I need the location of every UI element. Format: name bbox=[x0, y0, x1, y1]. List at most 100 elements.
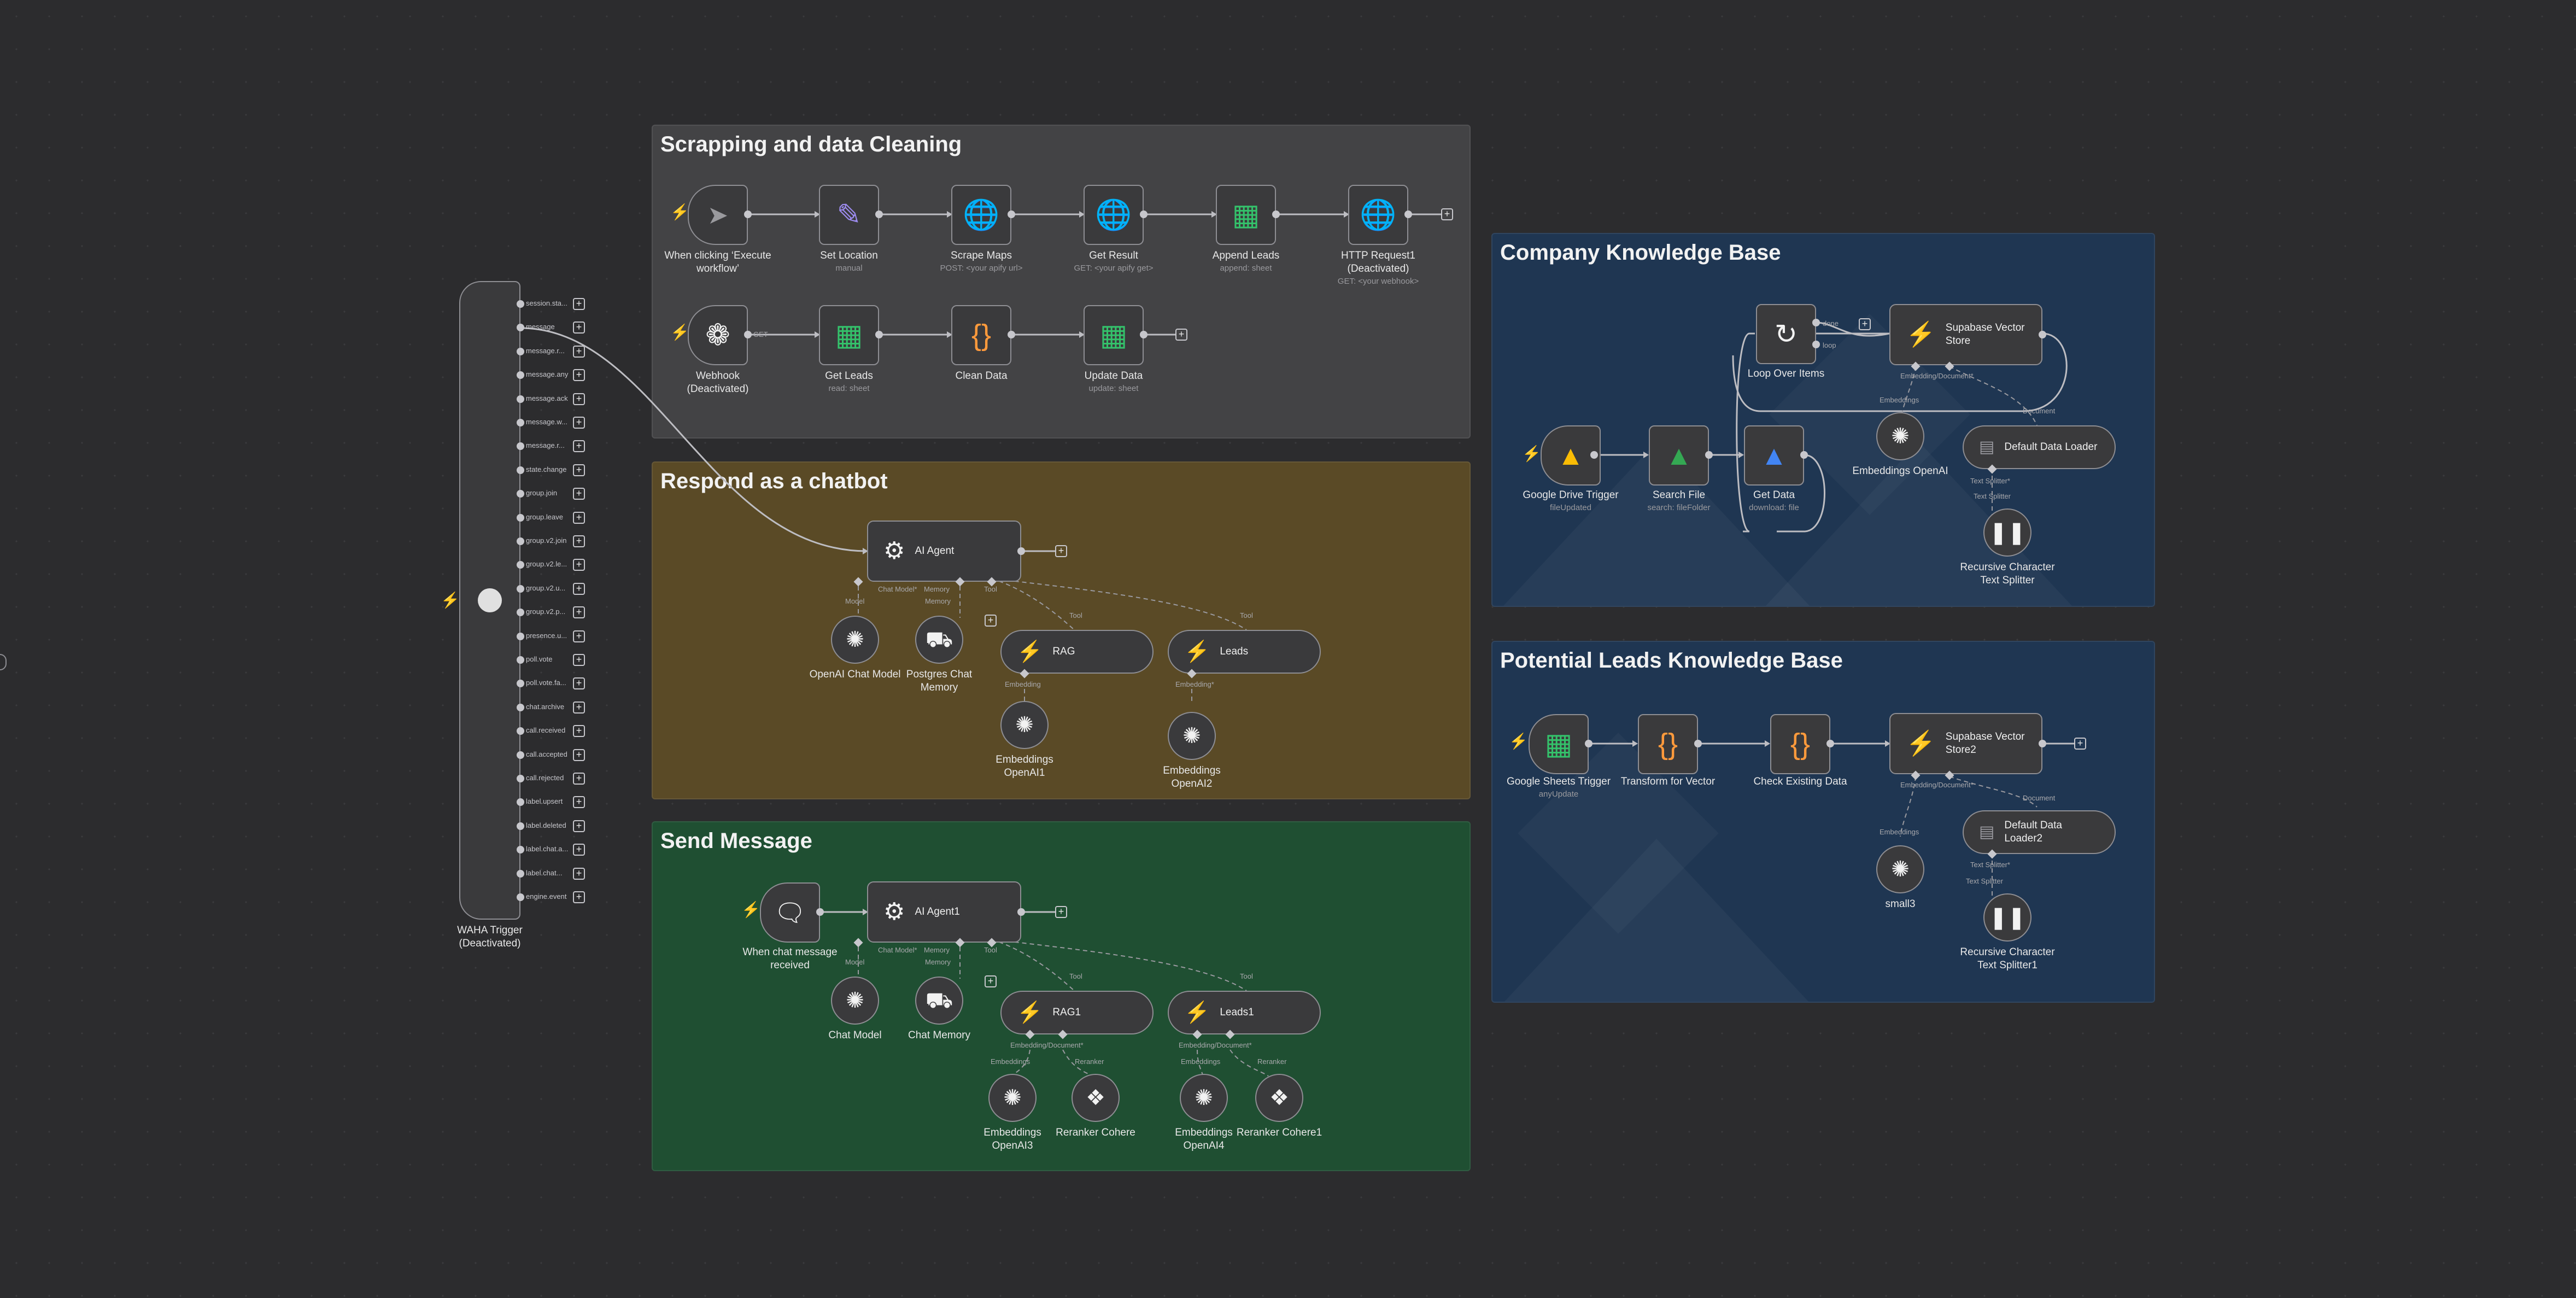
add-node-button[interactable]: + bbox=[573, 773, 585, 785]
output-port[interactable] bbox=[744, 211, 752, 218]
add-node-button[interactable]: + bbox=[573, 677, 585, 689]
waha-output-port[interactable] bbox=[517, 585, 524, 593]
add-node-button[interactable]: + bbox=[573, 844, 585, 856]
waha-output-port[interactable] bbox=[517, 798, 524, 806]
output-port[interactable] bbox=[2039, 331, 2046, 338]
node-rag[interactable]: ⚡ RAG bbox=[1000, 630, 1154, 674]
waha-output-port[interactable] bbox=[517, 822, 524, 830]
waha-output-port[interactable] bbox=[517, 656, 524, 664]
waha-output-port[interactable] bbox=[517, 704, 524, 711]
node-recursive-text-splitter[interactable]: ❚❚ bbox=[1983, 508, 2031, 557]
add-node-button[interactable]: + bbox=[573, 701, 585, 714]
add-node-button[interactable]: + bbox=[2074, 738, 2086, 750]
waha-output-port[interactable] bbox=[517, 300, 524, 308]
node-manual-trigger[interactable]: ➤ bbox=[688, 185, 748, 245]
add-tool-button[interactable]: + bbox=[985, 615, 997, 627]
add-node-button[interactable]: + bbox=[573, 630, 585, 642]
output-port[interactable] bbox=[816, 908, 824, 916]
waha-output-port[interactable] bbox=[517, 727, 524, 735]
node-get-leads[interactable]: ▦ bbox=[819, 305, 879, 365]
node-clean-data[interactable]: {} bbox=[951, 305, 1011, 365]
node-check-existing-data[interactable]: {} bbox=[1770, 714, 1830, 774]
node-chat-trigger[interactable]: 🗨 bbox=[760, 882, 820, 943]
node-get-result[interactable]: 🌐 bbox=[1084, 185, 1144, 245]
node-leads1[interactable]: ⚡ Leads1 bbox=[1168, 991, 1321, 1034]
add-node-button[interactable]: + bbox=[1055, 545, 1067, 557]
add-node-button[interactable]: + bbox=[573, 749, 585, 761]
output-port[interactable] bbox=[1585, 740, 1593, 747]
add-node-button[interactable]: + bbox=[573, 891, 585, 903]
output-port[interactable] bbox=[1008, 211, 1015, 218]
add-node-button[interactable]: + bbox=[573, 654, 585, 666]
output-port[interactable] bbox=[1705, 451, 1713, 459]
output-port[interactable] bbox=[1826, 740, 1834, 747]
waha-output-port[interactable] bbox=[517, 348, 524, 355]
output-port-loop[interactable] bbox=[1812, 341, 1820, 348]
waha-output-port[interactable] bbox=[517, 395, 524, 403]
node-set-location[interactable]: ✎ bbox=[819, 185, 879, 245]
waha-output-port[interactable] bbox=[517, 442, 524, 450]
add-node-button[interactable]: + bbox=[573, 464, 585, 476]
add-node-button[interactable]: + bbox=[573, 346, 585, 358]
output-port[interactable] bbox=[1008, 331, 1015, 338]
node-append-leads[interactable]: ▦ bbox=[1216, 185, 1276, 245]
add-tool-button[interactable]: + bbox=[985, 975, 997, 987]
output-port[interactable] bbox=[1272, 211, 1280, 218]
add-node-button[interactable]: + bbox=[1175, 329, 1187, 341]
output-port[interactable] bbox=[1694, 740, 1702, 747]
add-node-button[interactable]: + bbox=[573, 606, 585, 618]
node-ai-agent1[interactable]: ⚙ AI Agent1 bbox=[867, 881, 1021, 943]
waha-output-port[interactable] bbox=[517, 680, 524, 687]
waha-output-port[interactable] bbox=[517, 870, 524, 878]
add-node-button[interactable]: + bbox=[573, 559, 585, 571]
output-port[interactable] bbox=[875, 211, 883, 218]
node-loop-over-items[interactable]: ↻ bbox=[1756, 304, 1816, 364]
add-node-button[interactable]: + bbox=[573, 393, 585, 405]
waha-output-port[interactable] bbox=[517, 371, 524, 379]
add-node-button[interactable]: + bbox=[573, 583, 585, 595]
waha-output-port[interactable] bbox=[517, 561, 524, 569]
group-company-kb[interactable]: Company Knowledge Base bbox=[1491, 233, 2155, 607]
add-node-button[interactable]: + bbox=[573, 820, 585, 832]
waha-output-port[interactable] bbox=[517, 751, 524, 759]
node-embeddings-openai1[interactable]: ✺ bbox=[1000, 701, 1049, 749]
add-node-button[interactable]: + bbox=[573, 440, 585, 452]
node-embeddings-openai2[interactable]: ✺ bbox=[1168, 712, 1216, 760]
waha-output-port[interactable] bbox=[517, 609, 524, 616]
waha-output-port[interactable] bbox=[517, 419, 524, 426]
node-google-sheets-trigger[interactable]: ▦ bbox=[1529, 714, 1589, 774]
node-embeddings-openai3[interactable]: ✺ bbox=[988, 1074, 1037, 1122]
add-node-button[interactable]: + bbox=[573, 512, 585, 524]
add-node-button[interactable]: + bbox=[573, 298, 585, 310]
add-node-button[interactable]: + bbox=[1055, 906, 1067, 918]
node-reranker-cohere1[interactable]: ❖ bbox=[1255, 1074, 1303, 1122]
node-supabase-vector-store2[interactable]: ⚡ Supabase Vector Store2 bbox=[1889, 713, 2042, 774]
node-scrape-maps[interactable]: 🌐 bbox=[951, 185, 1011, 245]
node-search-file[interactable]: ▲ bbox=[1649, 425, 1709, 486]
waha-output-port[interactable] bbox=[517, 537, 524, 545]
add-node-button[interactable]: + bbox=[573, 369, 585, 381]
output-port[interactable] bbox=[1140, 211, 1148, 218]
node-postgres-chat-memory[interactable]: ⛟ bbox=[915, 616, 963, 664]
add-node-button[interactable]: + bbox=[1441, 208, 1453, 220]
add-node-button[interactable]: + bbox=[573, 417, 585, 429]
node-leads[interactable]: ⚡ Leads bbox=[1168, 630, 1321, 674]
node-transform-for-vector[interactable]: {} bbox=[1638, 714, 1698, 774]
output-port[interactable] bbox=[1590, 451, 1598, 459]
output-port[interactable] bbox=[1017, 908, 1025, 916]
output-port[interactable] bbox=[1017, 547, 1025, 555]
add-node-button[interactable]: + bbox=[1859, 318, 1871, 330]
node-get-data[interactable]: ▲ bbox=[1744, 425, 1804, 486]
node-embeddings-openai[interactable]: ✺ bbox=[1876, 412, 1924, 460]
waha-output-port[interactable] bbox=[517, 514, 524, 522]
node-embeddings-openai4[interactable]: ✺ bbox=[1180, 1074, 1228, 1122]
waha-output-port[interactable] bbox=[517, 893, 524, 901]
node-chat-memory[interactable]: ⛟ bbox=[915, 977, 963, 1025]
group-scrapping[interactable]: Scrapping and data Cleaning bbox=[652, 125, 1471, 438]
node-webhook[interactable]: ❁ bbox=[688, 305, 748, 365]
node-recursive-text-splitter1[interactable]: ❚❚ bbox=[1983, 893, 2031, 942]
node-ai-agent[interactable]: ⚙ AI Agent bbox=[867, 521, 1021, 582]
output-port[interactable] bbox=[2039, 740, 2046, 747]
node-waha-trigger[interactable] bbox=[459, 281, 520, 920]
node-default-data-loader[interactable]: ▤ Default Data Loader bbox=[1963, 425, 2116, 469]
